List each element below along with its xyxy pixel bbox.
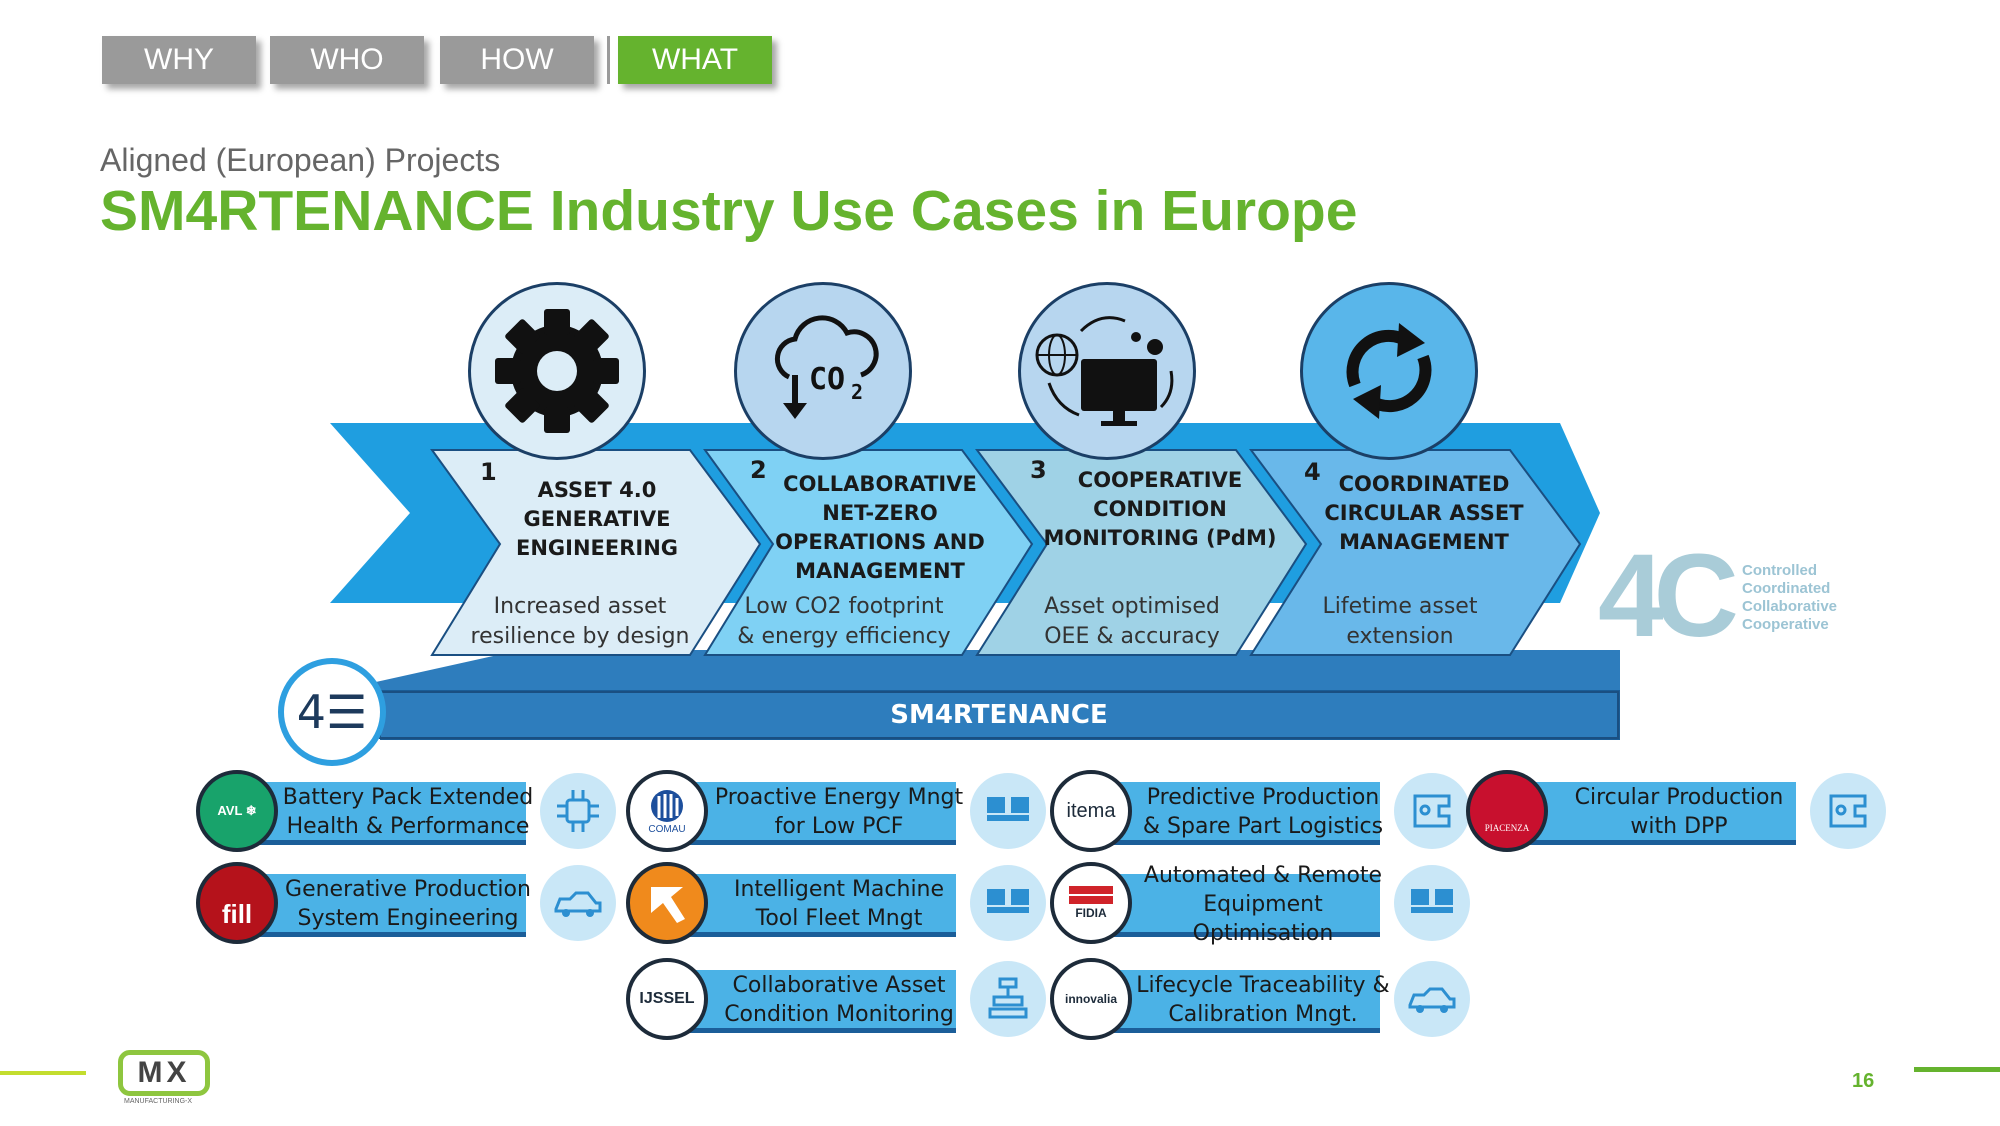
fourc-logo: 4C bbox=[1598, 536, 1748, 656]
refresh-icon bbox=[1346, 323, 1432, 419]
platform-slab-top bbox=[340, 650, 1620, 690]
circle-gear bbox=[468, 282, 646, 460]
pillar-4-number: 4 bbox=[1304, 458, 1321, 486]
tab-separator bbox=[607, 36, 610, 84]
page-title: SM4RTENANCE Industry Use Cases in Europe bbox=[100, 179, 1358, 243]
pillar-3-number: 3 bbox=[1030, 456, 1047, 484]
use-case-predictive[interactable]: Predictive Production& Spare Part Logist… bbox=[1050, 770, 1470, 852]
footer-line-left bbox=[0, 1071, 86, 1075]
circle-monitoring bbox=[1018, 282, 1196, 460]
machine-icon bbox=[1394, 773, 1470, 849]
platform-bar-label-wrap: SM4RTENANCE bbox=[380, 700, 1618, 734]
comau-logo: COMAU bbox=[626, 770, 708, 852]
pillar-1-number: 1 bbox=[480, 458, 497, 486]
piacenza-logo: PIACENZA bbox=[1466, 770, 1548, 852]
tab-who[interactable]: WHO bbox=[270, 36, 424, 84]
mx-logo-caption: MANUFACTURING-X bbox=[124, 1098, 193, 1105]
svg-text:2: 2 bbox=[851, 380, 863, 404]
robot-icon bbox=[970, 961, 1046, 1037]
chevron-2 bbox=[703, 449, 1034, 656]
monitor-icon bbox=[1394, 865, 1470, 941]
use-case-lifecycle[interactable]: Lifecycle Traceability &Calibration Mngt… bbox=[1050, 958, 1470, 1040]
pillar-2-subtitle: Low CO2 footprint& energy efficiency bbox=[737, 594, 951, 649]
fidia-logo: FIDIA bbox=[1050, 862, 1132, 944]
chevron-4 bbox=[1249, 449, 1582, 656]
svg-text:CO: CO bbox=[809, 362, 845, 397]
footer-line-right bbox=[1914, 1067, 2000, 1072]
itema-logo: itema bbox=[1050, 770, 1132, 852]
co2-cloud-icon: CO 2 bbox=[774, 315, 879, 419]
tab-how[interactable]: HOW bbox=[440, 36, 594, 84]
page-number: 16 bbox=[1852, 1070, 1875, 1092]
ijssel-logo: IJSSEL bbox=[626, 958, 708, 1040]
car-icon bbox=[540, 865, 616, 941]
innovalia-logo: innovalia bbox=[1050, 958, 1132, 1040]
mx-logo: MX bbox=[118, 1050, 210, 1096]
chevron-3 bbox=[975, 449, 1308, 656]
avl-logo: AVL ❄ bbox=[196, 770, 278, 852]
four-e-badge-text: 4☰ bbox=[296, 685, 368, 739]
gear-icon bbox=[495, 309, 619, 433]
fourc-logo-mark: 4C bbox=[1598, 530, 1739, 662]
pillar-2-number: 2 bbox=[750, 456, 767, 484]
use-case-text: Predictive Production& Spare Part Logist… bbox=[1142, 785, 1384, 839]
four-e-badge: 4☰ bbox=[278, 658, 386, 766]
platform-bar bbox=[379, 691, 1619, 739]
chip-icon bbox=[540, 773, 616, 849]
use-case-text: Lifecycle Traceability &Calibration Mngt… bbox=[1136, 973, 1390, 1027]
car-icon bbox=[1394, 961, 1470, 1037]
chevron-1 bbox=[430, 449, 762, 656]
fill-logo: fill bbox=[196, 862, 278, 944]
machine-icon bbox=[1810, 773, 1886, 849]
circle-co2: CO 2 bbox=[734, 282, 912, 460]
platform-label: SM4RTENANCE bbox=[890, 700, 1108, 730]
page-subtitle: Aligned (European) Projects bbox=[100, 142, 501, 178]
orange-arrow-logo bbox=[626, 862, 708, 944]
monitor-icon bbox=[970, 773, 1046, 849]
tab-what[interactable]: WHAT bbox=[618, 36, 772, 84]
tab-why[interactable]: WHY bbox=[102, 36, 256, 84]
monitor-icon bbox=[970, 865, 1046, 941]
circle-circular bbox=[1300, 282, 1478, 460]
monitoring-icon bbox=[1035, 316, 1174, 426]
